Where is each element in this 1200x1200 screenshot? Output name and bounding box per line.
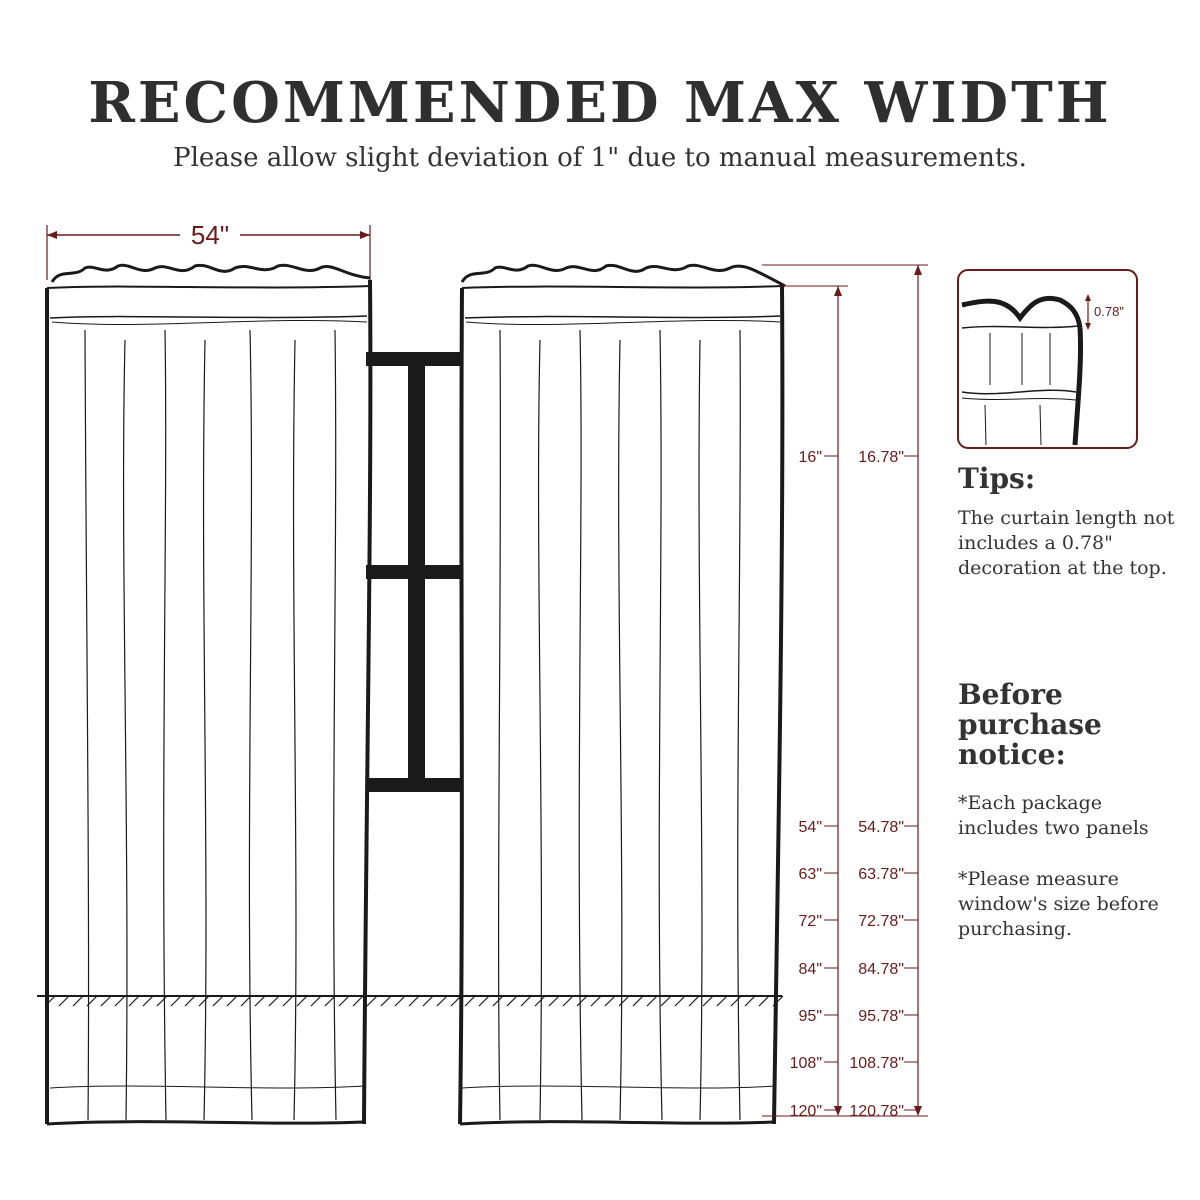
floor-hatch [632,995,644,1007]
floor-hatch [716,995,728,1007]
curtain-panel-left [45,263,373,1126]
floor-hatch [254,995,266,1007]
page-subtitle: Please allow slight deviation of 1" due … [173,143,1027,173]
arrow-up-icon [834,286,842,296]
total-length-label: 63.78" [858,866,904,883]
total-length-label: 108.78" [849,1055,904,1072]
floor-hatch [548,995,560,1007]
floor-hatch [660,995,672,1007]
floor-hatch [86,995,98,1007]
length-label: 16" [799,449,822,466]
floor-hatch [534,995,546,1007]
floor-hatch [772,995,784,1007]
floor-hatch [646,995,658,1007]
floor-hatch [184,995,196,1007]
floor-hatch [352,995,364,1007]
floor-hatch [128,995,140,1007]
tips-text: The curtain length not includes a 0.78" … [958,507,1175,579]
floor-hatch [618,995,630,1007]
width-label: 54" [191,220,229,250]
floor-hatch [450,995,462,1007]
floor-hatch [338,995,350,1007]
floor-hatch [422,995,434,1007]
length-label: 84" [799,961,822,978]
floor-hatch [562,995,574,1007]
inset-detail: 0.78" [957,269,1138,449]
total-length-label: 72.78" [858,913,904,930]
floor-hatch [758,995,770,1007]
arrow-down-icon [1085,323,1091,330]
length-label: 54" [799,819,822,836]
arrow-right-icon [360,231,370,239]
floor-hatch [604,995,616,1007]
floor-hatch [100,995,112,1007]
floor-hatch [296,995,308,1007]
length-labels: 16" 16.78" 54" 54.78" 63" 63.78" 72" 72.78" 84" 8… [790,449,918,1120]
tips-heading: Tips: [958,462,1036,495]
floor-hatch [436,995,448,1007]
floor-hatch [212,995,224,1007]
total-length-label: 84.78" [858,961,904,978]
floor-hatch [506,995,518,1007]
floor-hatch [576,995,588,1007]
floor-hatch [324,995,336,1007]
total-length-label: 95.78" [858,1008,904,1025]
floor-hatch [156,995,168,1007]
arrow-up-icon [914,265,922,275]
notice-item-2: *Please measure window's size before pur… [958,868,1159,940]
floor-hatch [730,995,742,1007]
floor-hatch [744,995,756,1007]
floor-hatch [44,995,56,1007]
floor-hatch [702,995,714,1007]
floor-hatch [464,995,476,1007]
length-label: 120" [790,1103,822,1120]
floor-hatch [268,995,280,1007]
length-label: 72" [799,913,822,930]
notice-heading: Before purchase notice: [958,678,1102,771]
page-title: RECOMMENDED MAX WIDTH [88,70,1112,136]
floor-line [37,995,784,1007]
floor-hatch [520,995,532,1007]
floor-hatch [492,995,504,1007]
length-label: 95" [799,1008,822,1025]
floor-hatch [688,995,700,1007]
arrow-up-icon [1085,294,1091,301]
arrow-down-icon [834,1106,842,1116]
width-dimension: 54" [46,220,371,280]
floor-hatch [72,995,84,1007]
floor-hatch [366,995,378,1007]
total-length-label: 16.78" [858,449,904,466]
arrow-left-icon [47,231,57,239]
window-frame [366,352,463,792]
floor-hatch [674,995,686,1007]
arrow-down-icon [914,1106,922,1116]
floor-hatch [282,995,294,1007]
floor-hatch [142,995,154,1007]
total-length-label: 54.78" [858,819,904,836]
floor-hatch [310,995,322,1007]
floor-hatch [226,995,238,1007]
floor-hatch [58,995,70,1007]
floor-hatch [478,995,490,1007]
total-length-label: 120.78" [849,1103,904,1120]
floor-hatch [394,995,406,1007]
floor-hatch [170,995,182,1007]
floor-hatch [240,995,252,1007]
length-label: 63" [799,866,822,883]
floor-hatch [380,995,392,1007]
length-dimension [762,264,928,1117]
notice-item-1: *Each package includes two panels [958,792,1149,839]
inset-label: 0.78" [1094,304,1124,319]
curtain-panel-right [458,263,786,1126]
floor-hatch [590,995,602,1007]
floor-hatch [408,995,420,1007]
floor-hatch [198,995,210,1007]
floor-hatch [114,995,126,1007]
length-label: 108" [790,1055,822,1072]
